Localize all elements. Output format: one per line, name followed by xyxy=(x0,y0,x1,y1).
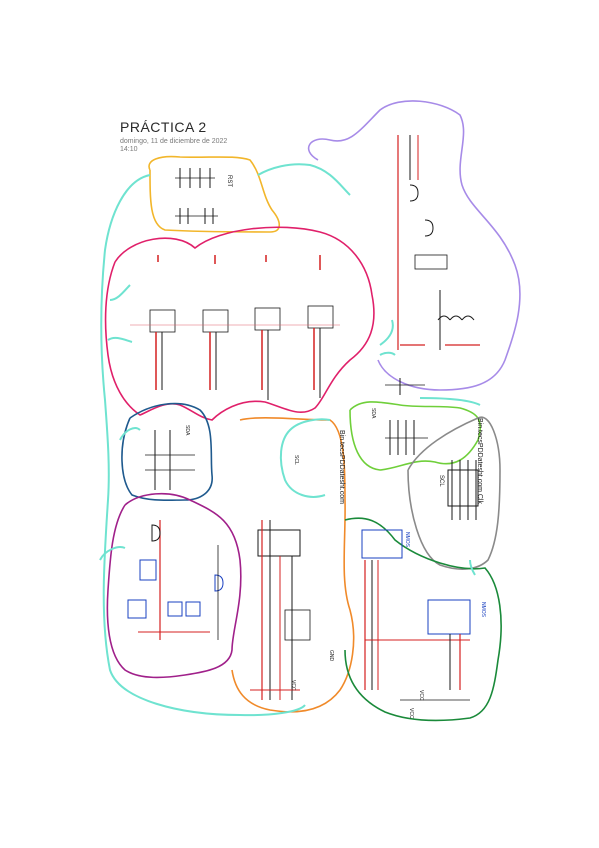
rst-label: RST xyxy=(226,175,232,187)
date-text: domingo, 11 de diciembre de 2022 xyxy=(120,138,228,145)
region-outline-purple-dark xyxy=(106,492,242,679)
blue-region-component: SDA xyxy=(145,425,195,490)
vcc-label-3: VCC xyxy=(408,708,414,719)
center-ic: VCC GND xyxy=(250,520,334,700)
region-outline-orange xyxy=(231,416,355,713)
nmos-blocks: NMOS NMOS VCC VCC xyxy=(361,529,486,719)
connector-teal-4 xyxy=(107,336,133,343)
top-right-chain xyxy=(397,135,480,350)
connector-teal-8 xyxy=(419,397,481,406)
region-outline-green-dark xyxy=(344,517,502,722)
connector-teal-9 xyxy=(119,427,141,441)
region-outline-green xyxy=(349,401,482,471)
page-title: PRÁCTICA 2 xyxy=(120,119,207,135)
time-text: 14:10 xyxy=(120,146,138,153)
region-outline-yellow xyxy=(148,155,281,233)
connector-teal-11 xyxy=(99,546,126,561)
region-outline-gray xyxy=(407,416,501,570)
connector-teal-2 xyxy=(257,163,351,196)
connector-teal-5 xyxy=(379,319,394,346)
connector-teal-3 xyxy=(109,284,131,301)
sda-label-a: SDA xyxy=(370,408,376,419)
connector-teal-10 xyxy=(469,559,476,576)
sda-label: SDA xyxy=(184,425,190,436)
scl-label-a: SCL xyxy=(293,455,299,465)
watermark-text-2: Bin.tecsPDDatesht.com Clk xyxy=(476,418,483,504)
nmos-label-1: NMOS xyxy=(404,532,410,548)
nmos-label-2: NMOS xyxy=(480,602,486,618)
connector-teal-7 xyxy=(279,418,331,498)
vcc-label: VCC xyxy=(290,680,296,691)
region-outline-blue xyxy=(121,402,213,502)
rst-block: RST xyxy=(175,168,232,224)
watermark-text-1: Bin.tecsPDDatesht.com xyxy=(338,430,345,504)
connector-teal-6 xyxy=(379,351,396,356)
vcc-label-2: VCC xyxy=(418,690,424,701)
gnd-label: GND xyxy=(328,650,334,662)
connector-teal-1 xyxy=(100,174,306,717)
region-outline-purple xyxy=(307,100,521,391)
page-date: domingo, 11 de diciembre de 2022 14:10 xyxy=(120,138,227,154)
gray-region-ic xyxy=(447,460,479,520)
region-outline-magenta xyxy=(104,226,375,421)
bus-lines xyxy=(385,378,428,455)
gate-logic xyxy=(127,520,224,640)
transistor-stages xyxy=(130,255,340,400)
scl-label-b: SCL xyxy=(438,475,444,487)
